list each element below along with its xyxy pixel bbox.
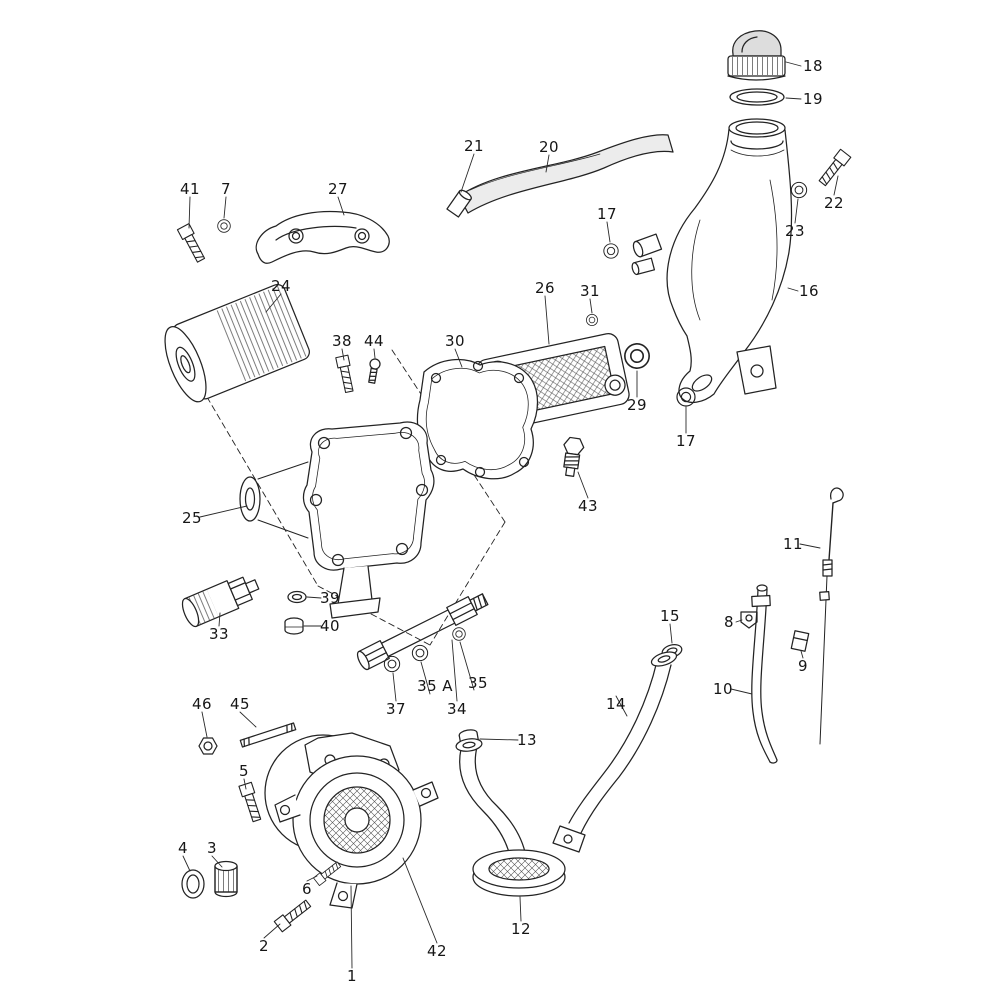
part-label-37: 37	[386, 700, 406, 718]
part-label-16: 16	[799, 282, 819, 300]
valve-33	[181, 576, 260, 628]
part-label-11: 11	[783, 535, 803, 553]
bracket-27	[255, 210, 390, 264]
bolt-22	[816, 148, 852, 188]
clamp-8	[740, 611, 758, 629]
part-label-13: 13	[517, 731, 537, 749]
bolt-5	[238, 781, 264, 824]
part-label-40: 40	[320, 617, 340, 635]
part-label-9: 9	[798, 657, 808, 675]
part-label-31: 31	[580, 282, 600, 300]
oil-filter-cartridge-24	[164, 283, 310, 403]
leader-lines	[182, 61, 839, 969]
part-label-1: 1	[347, 967, 357, 985]
stud-44	[368, 358, 381, 384]
seal-ring-29	[624, 343, 650, 369]
plug-40	[284, 617, 304, 635]
nut-46	[198, 737, 218, 755]
oil-filler-tube-16	[631, 118, 793, 404]
part-label-17-upper: 17	[597, 205, 617, 223]
hose-fitting-21	[446, 189, 472, 218]
part-label-14: 14	[606, 695, 626, 713]
part-label-41: 41	[180, 180, 200, 198]
part-label-2: 2	[259, 937, 269, 955]
return-pipe-14	[552, 651, 678, 853]
seal-39	[287, 590, 307, 604]
part-label-10: 10	[713, 680, 733, 698]
pickup-tube	[455, 738, 526, 857]
part-label-20: 20	[539, 138, 559, 156]
part-label-35a: 35 A	[417, 677, 453, 695]
dipstick-11	[819, 487, 844, 745]
seal-ring-4	[181, 869, 205, 899]
seal-ring-31	[586, 314, 598, 326]
washer-23	[790, 181, 808, 199]
part-label-33: 33	[209, 625, 229, 643]
bolt-2	[273, 897, 313, 933]
oil-filler-cap-18	[727, 30, 786, 81]
part-label-39: 39	[320, 589, 340, 607]
seal-ring-17-upper	[603, 243, 619, 259]
filter-console-25	[239, 421, 435, 619]
fitting-43	[563, 436, 585, 477]
part-label-27: 27	[328, 180, 348, 198]
part-label-12: 12	[511, 920, 531, 938]
part-label-21: 21	[464, 137, 484, 155]
part-label-42: 42	[427, 942, 447, 960]
part-label-4: 4	[178, 839, 188, 857]
part-label-15: 15	[660, 607, 680, 625]
strainer-12	[472, 849, 566, 897]
part-label-25: 25	[182, 509, 202, 527]
sleeve-3	[214, 860, 238, 898]
part-label-18: 18	[803, 57, 823, 75]
bolt-38	[335, 354, 356, 394]
part-label-7: 7	[221, 180, 231, 198]
part-label-43: 43	[578, 497, 598, 515]
stud-45	[239, 722, 297, 748]
part-label-6: 6	[302, 880, 312, 898]
part-label-26: 26	[535, 279, 555, 297]
part-label-38: 38	[332, 332, 352, 350]
part-label-46: 46	[192, 695, 212, 713]
part-label-19: 19	[803, 90, 823, 108]
part-label-22: 22	[824, 194, 844, 212]
dipstick-tube-10	[751, 584, 778, 764]
part-label-34: 34	[447, 700, 467, 718]
plate-9	[790, 630, 810, 652]
cap-gasket-19	[729, 88, 785, 106]
part-label-30: 30	[445, 332, 465, 350]
part-label-5: 5	[239, 762, 249, 780]
bolt-41	[176, 223, 208, 264]
part-label-35: 35	[468, 674, 488, 692]
oil-pump-assembly-1	[264, 732, 439, 909]
part-label-23: 23	[785, 222, 805, 240]
washer-7	[217, 219, 231, 233]
oil-pipe-34	[356, 593, 489, 673]
part-label-17-lower: 17	[676, 432, 696, 450]
part-label-8: 8	[724, 613, 734, 631]
part-label-29: 29	[627, 396, 647, 414]
oil-hose-20	[458, 134, 674, 214]
part-label-3: 3	[207, 839, 217, 857]
gasket-30	[416, 358, 539, 480]
part-label-24: 24	[271, 277, 291, 295]
part-label-45: 45	[230, 695, 250, 713]
part-label-44: 44	[364, 332, 384, 350]
